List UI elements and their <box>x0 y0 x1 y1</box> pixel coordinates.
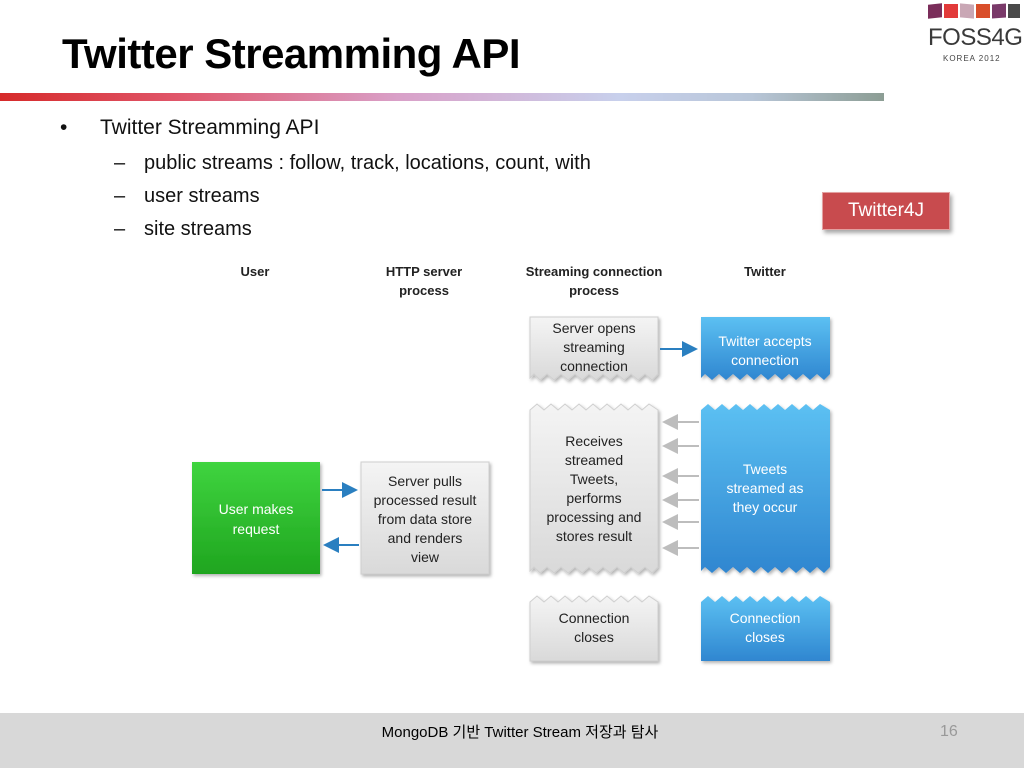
dash-glyph: – <box>114 152 126 174</box>
header-http-line2: process <box>399 283 449 298</box>
slide-footer: MongoDB 기반 Twitter Stream 저장과 탐사 16 <box>0 713 1024 768</box>
server-opens-line1: Server opens <box>552 320 635 336</box>
dash-glyph: – <box>114 218 126 240</box>
server-pulls-box <box>360 461 490 575</box>
tweets-streamed-line1: Tweets <box>743 461 787 477</box>
server-opens-line2: streaming <box>563 339 624 355</box>
tweets-streamed-line2: streamed as <box>726 480 803 496</box>
title-underline-bar <box>0 93 884 101</box>
server-pulls-line3: from data store <box>378 511 472 527</box>
slide-title: Twitter Streamming API <box>62 30 521 77</box>
server-opens-line3: connection <box>560 358 628 374</box>
tweets-streamed-line3: they occur <box>733 499 798 515</box>
connection-closes-box-right <box>701 596 830 661</box>
page-number: 16 <box>940 723 958 740</box>
sub-bullet-text: user streams <box>144 185 260 207</box>
receives-tweets-box <box>529 403 659 574</box>
header-stream-line2: process <box>569 283 619 298</box>
tweets-streamed-box <box>701 404 830 573</box>
receives-line5: processing and <box>547 509 642 525</box>
dash-glyph: – <box>114 185 126 207</box>
receives-line2: streamed <box>565 452 623 468</box>
receives-line6: stores result <box>556 528 632 544</box>
twitter-accepts-line2: connection <box>731 352 799 368</box>
server-opens-box <box>529 316 659 381</box>
conn-closes-right-line1: Connection <box>730 610 801 626</box>
header-stream-line1: Streaming connection <box>526 264 663 279</box>
header-http-line1: HTTP server <box>386 264 462 279</box>
logo-subtitle: KOREA 2012 <box>943 54 1001 63</box>
twitter4j-badge: Twitter4J <box>822 192 950 230</box>
connection-closes-box-left <box>529 595 659 662</box>
receives-line1: Receives <box>565 433 623 449</box>
twitter-accepts-box <box>701 317 830 380</box>
server-pulls-line5: view <box>411 549 440 565</box>
bullet-dot: • <box>60 116 68 139</box>
user-request-line2: request <box>233 521 280 537</box>
twitter-accepts-line1: Twitter accepts <box>718 333 811 349</box>
header-user: User <box>241 264 270 279</box>
header-twitter: Twitter <box>744 264 786 279</box>
conn-closes-left-line1: Connection <box>559 610 630 626</box>
server-pulls-line1: Server pulls <box>388 473 462 489</box>
bullet-main-text: Twitter Streamming API <box>100 116 320 139</box>
server-pulls-line4: and renders <box>388 530 463 546</box>
logo-color-blocks <box>928 3 1020 22</box>
user-request-box <box>192 462 320 574</box>
user-request-line1: User makes <box>219 501 294 517</box>
server-pulls-line2: processed result <box>374 492 477 508</box>
sub-bullet-text: site streams <box>144 218 252 240</box>
sub-bullet-text: public streams : follow, track, location… <box>144 152 591 174</box>
footer-text: MongoDB 기반 Twitter Stream 저장과 탐사 <box>381 724 659 741</box>
receives-line3: Tweets, <box>570 471 618 487</box>
conn-closes-right-line2: closes <box>745 629 785 645</box>
logo-word: FOSS4G <box>928 24 1023 51</box>
conn-closes-left-line2: closes <box>574 629 614 645</box>
receives-line4: performs <box>566 490 621 506</box>
foss4g-logo: FOSS4G KOREA 2012 <box>926 3 1023 64</box>
